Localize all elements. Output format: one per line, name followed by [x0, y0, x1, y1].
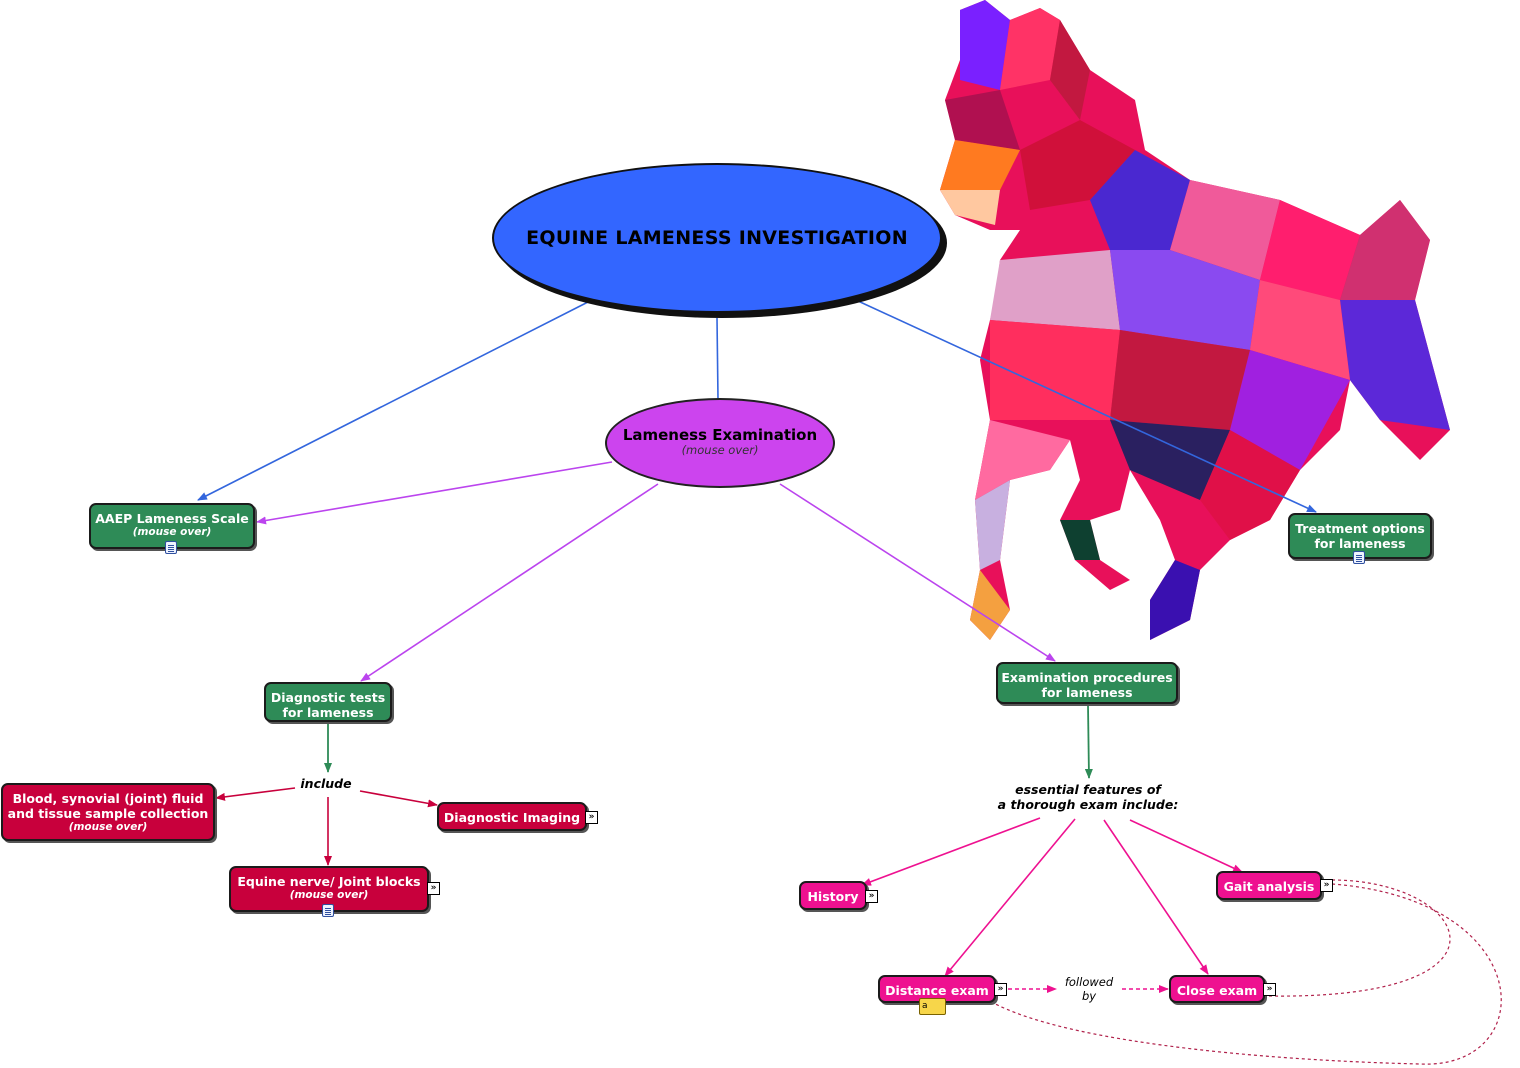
- blood-synovial-sample-node[interactable]: Blood, synovial (joint) fluid and tissue…: [1, 783, 215, 841]
- followed-line1: followed: [1064, 975, 1114, 989]
- distance-exam-double-chevron-icon[interactable]: »: [994, 983, 1007, 996]
- main-concept-ellipse[interactable]: EQUINE LAMENESS INVESTIGATION: [492, 163, 942, 313]
- exam-procedures-line2: for lameness: [1041, 685, 1133, 700]
- diagnostic-tests-line1: Diagnostic tests: [270, 690, 386, 705]
- treatment-document-icon[interactable]: [1353, 551, 1365, 564]
- gait-analysis-title: Gait analysis: [1223, 879, 1315, 894]
- gait-analysis-double-chevron-icon[interactable]: »: [1320, 879, 1333, 892]
- essential-line1: essential features of: [1015, 782, 1161, 797]
- history-node[interactable]: History: [799, 881, 867, 910]
- close-exam-double-chevron-icon[interactable]: »: [1263, 983, 1276, 996]
- blood-note: (mouse over): [68, 821, 148, 833]
- followed-line2: by: [1081, 989, 1097, 1003]
- diagnostic-imaging-double-chevron-icon[interactable]: »: [585, 811, 598, 824]
- diagnostic-tests-node[interactable]: Diagnostic tests for lameness: [264, 682, 392, 722]
- horse-illustration: [940, 0, 1450, 640]
- essential-features-link-label: essential features of a thorough exam in…: [990, 782, 1186, 812]
- treatment-line2: for lameness: [1314, 536, 1406, 551]
- aaep-note: (mouse over): [132, 526, 212, 538]
- history-double-chevron-icon[interactable]: »: [865, 890, 878, 903]
- blood-line1: Blood, synovial (joint) fluid: [12, 791, 204, 806]
- lameness-examination-node[interactable]: Lameness Examination (mouse over): [605, 398, 835, 488]
- treatment-line1: Treatment options: [1295, 521, 1425, 536]
- blood-line2: and tissue sample collection: [7, 806, 209, 821]
- nerve-blocks-document-icon[interactable]: [322, 904, 334, 917]
- gait-analysis-node[interactable]: Gait analysis: [1216, 871, 1322, 900]
- diagnostic-imaging-node[interactable]: Diagnostic Imaging: [437, 802, 587, 831]
- diagnostic-tests-line2: for lameness: [282, 705, 374, 720]
- lameness-examination-note: (mouse over): [681, 443, 759, 457]
- distance-exam-title: Distance exam: [885, 983, 989, 998]
- nerve-blocks-note: (mouse over): [289, 889, 369, 901]
- distance-exam-annotation-icon[interactable]: a: [919, 998, 946, 1015]
- essential-line2: a thorough exam include:: [997, 797, 1179, 812]
- include-link-label: include: [300, 776, 352, 791]
- examination-procedures-node[interactable]: Examination procedures for lameness: [996, 662, 1178, 704]
- followed-by-link-label: followed by: [1056, 975, 1122, 1003]
- diagnostic-imaging-title: Diagnostic Imaging: [443, 810, 581, 825]
- aaep-document-icon[interactable]: [165, 541, 177, 554]
- close-exam-title: Close exam: [1176, 983, 1258, 998]
- main-concept-title: EQUINE LAMENESS INVESTIGATION: [526, 227, 908, 249]
- distance-exam-node[interactable]: Distance exam: [878, 975, 996, 1003]
- aaep-title: AAEP Lameness Scale: [95, 511, 249, 526]
- exam-procedures-line1: Examination procedures: [1001, 670, 1173, 685]
- close-exam-node[interactable]: Close exam: [1169, 975, 1265, 1003]
- nerve-blocks-title: Equine nerve/ Joint blocks: [237, 874, 421, 889]
- lameness-examination-title: Lameness Examination: [622, 426, 818, 444]
- history-title: History: [807, 889, 859, 904]
- aaep-lameness-scale-node[interactable]: AAEP Lameness Scale (mouse over): [89, 503, 255, 549]
- nerve-blocks-double-chevron-icon[interactable]: »: [427, 882, 440, 895]
